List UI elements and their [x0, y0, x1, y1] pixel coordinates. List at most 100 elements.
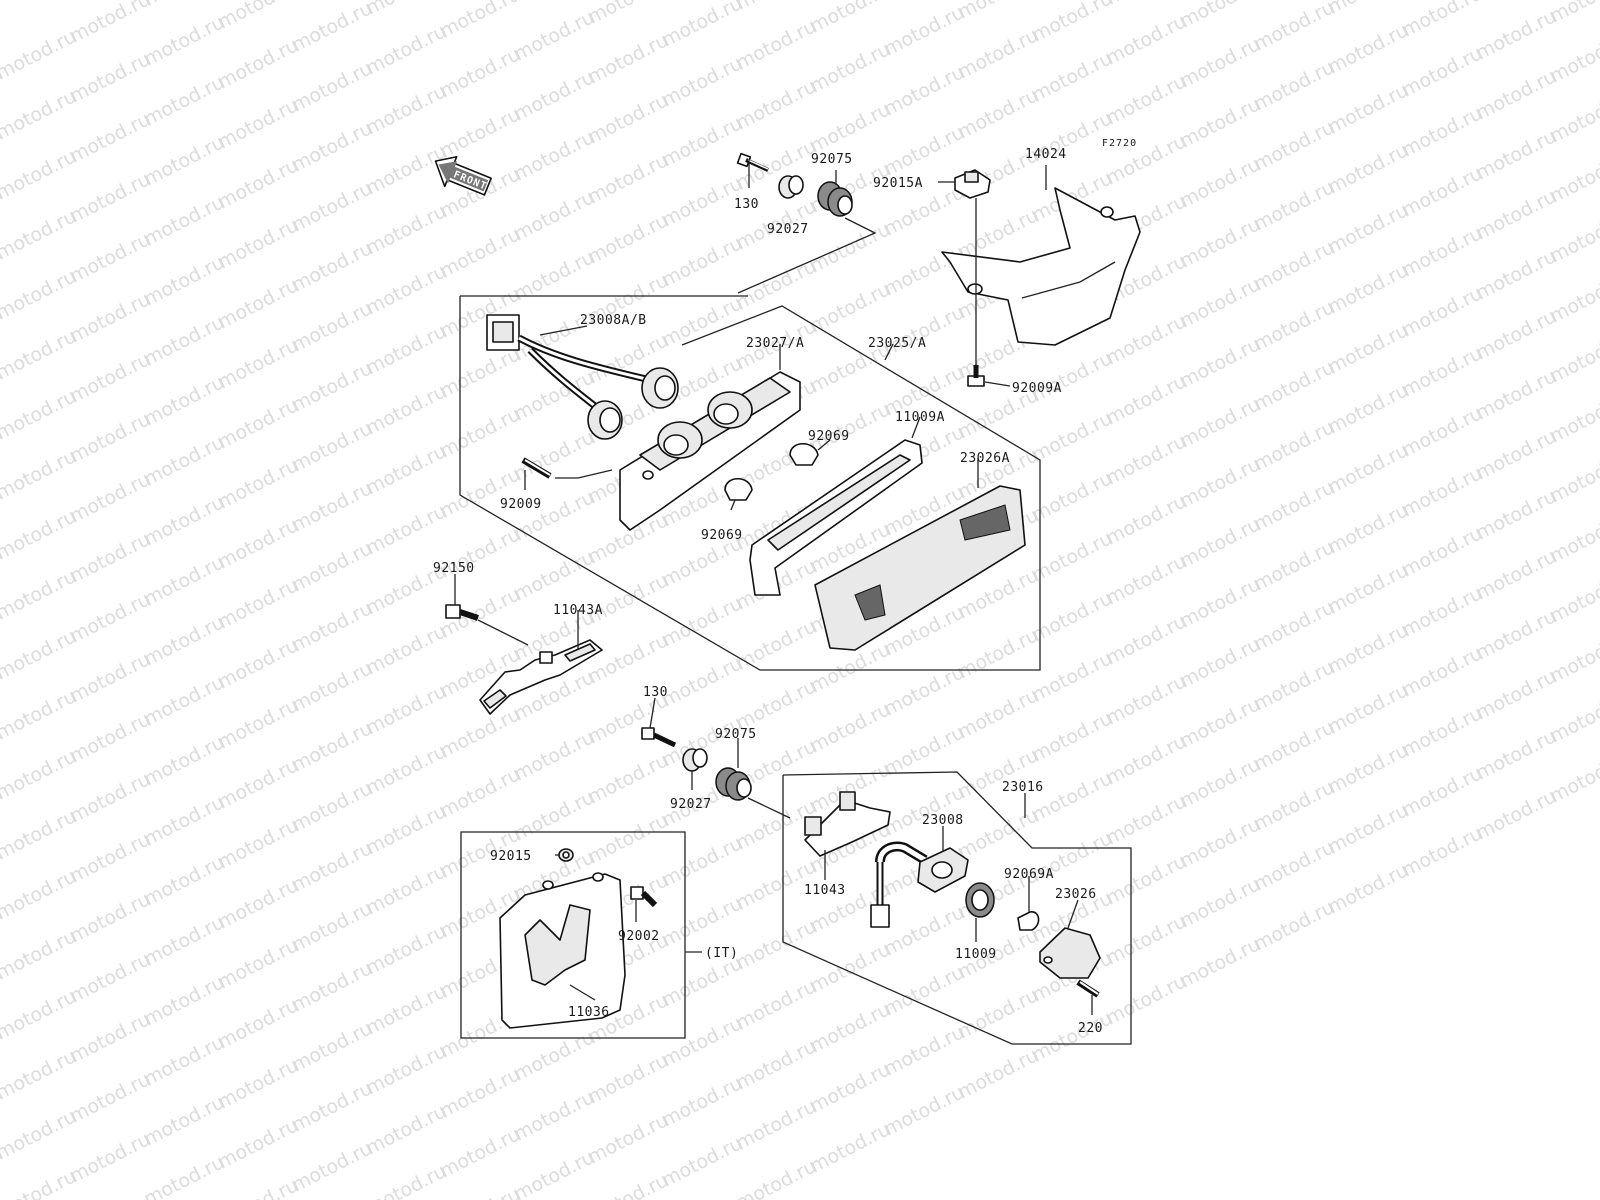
watermark-text: motod.ru — [288, 57, 376, 116]
watermark-text: motod.ru — [214, 514, 302, 573]
watermark-text: motod.ru — [954, 24, 1042, 83]
watermark-text: motod.ru — [1324, 559, 1412, 618]
watermark-text: motod.ru — [140, 191, 228, 250]
watermark-text: motod.ru — [1324, 199, 1412, 258]
watermark-text: motod.ru — [214, 34, 302, 93]
watermark-text: motod.ru — [1472, 365, 1560, 424]
plate-bracket-11036 — [499, 872, 626, 1029]
watermark-text: motod.ru — [0, 805, 80, 864]
watermark-text: motod.ru — [1176, 0, 1264, 32]
watermark-text: motod.ru — [1250, 296, 1338, 355]
watermark-text: motod.ru — [288, 117, 376, 176]
screw-220 — [1076, 979, 1100, 998]
watermark-text: motod.ru — [1028, 587, 1116, 646]
watermark-text: motod.ru — [1102, 430, 1190, 489]
watermark-text: motod.ru — [732, 1155, 820, 1200]
watermark-text: motod.ru — [732, 0, 820, 14]
watermark-text: motod.ru — [1028, 527, 1116, 586]
watermark-text: motod.ru — [1028, 707, 1116, 766]
watermark-text: motod.ru — [0, 265, 80, 324]
watermark-text: motod.ru — [806, 98, 894, 157]
watermark-text: motod.ru — [1546, 208, 1600, 267]
watermark-text: motod.ru — [1472, 665, 1560, 724]
watermark-text: motod.ru — [1472, 725, 1560, 784]
watermark-text: motod.ru — [214, 0, 302, 33]
watermark-text: motod.ru — [140, 11, 228, 70]
watermark-text: motod.ru — [1250, 716, 1338, 775]
watermark-text: motod.ru — [880, 1, 968, 60]
watermark-text: motod.ru — [288, 1077, 376, 1136]
watermark-text: motod.ru — [1102, 10, 1190, 69]
watermark-text: motod.ru — [1028, 47, 1116, 106]
watermark-text: motod.ru — [288, 297, 376, 356]
watermark-text: motod.ru — [436, 1063, 524, 1122]
watermark-text: motod.ru — [1250, 776, 1338, 835]
watermark-text: motod.ru — [214, 934, 302, 993]
watermark-text: motod.ru — [288, 597, 376, 656]
watermark-text: motod.ru — [214, 214, 302, 273]
watermark-text: motod.ru — [214, 814, 302, 873]
watermark-text: motod.ru — [1176, 273, 1264, 332]
watermark-text: motod.ru — [658, 292, 746, 351]
watermark-text: motod.ru — [66, 1128, 154, 1187]
watermark-text: motod.ru — [1324, 139, 1412, 198]
watermark-text: motod.ru — [1398, 762, 1486, 821]
watermark-text: motod.ru — [732, 15, 820, 74]
watermark-text: motod.ru — [658, 1132, 746, 1191]
label-23026A: 23026A — [960, 451, 1010, 466]
watermark-text: motod.ru — [880, 1081, 968, 1140]
watermark-text: motod.ru — [288, 0, 376, 56]
watermark-text: motod.ru — [1176, 213, 1264, 272]
watermark-text: motod.ru — [288, 897, 376, 956]
label-92009A: 92009A — [1012, 381, 1062, 396]
watermark-text: motod.ru — [1398, 102, 1486, 161]
watermark-text: motod.ru — [1398, 342, 1486, 401]
label-92015A: 92015A — [873, 176, 923, 191]
watermark-text: motod.ru — [288, 537, 376, 596]
watermark-text: motod.ru — [140, 131, 228, 190]
watermark-text: motod.ru — [1176, 873, 1264, 932]
watermark-text: motod.ru — [1028, 1007, 1116, 1066]
watermark-text: motod.ru — [1028, 347, 1116, 406]
watermark-text: motod.ru — [288, 1017, 376, 1076]
watermark-text: motod.ru — [658, 172, 746, 231]
watermark-text: motod.ru — [0, 925, 80, 984]
label-92150: 92150 — [433, 561, 475, 576]
watermark-text: motod.ru — [362, 860, 450, 919]
watermark-text: motod.ru — [1546, 0, 1600, 27]
watermark-text: motod.ru — [658, 1072, 746, 1131]
watermark-text: motod.ru — [510, 546, 598, 605]
watermark-text: motod.ru — [1324, 799, 1412, 858]
label-23008: 23008 — [922, 813, 964, 828]
label-11043: 11043 — [804, 883, 846, 898]
watermark-text: motod.ru — [1102, 850, 1190, 909]
watermark-text: motod.ru — [510, 726, 598, 785]
watermark-text: motod.ru — [658, 952, 746, 1011]
watermark-text: motod.ru — [806, 1118, 894, 1177]
watermark-text: motod.ru — [1324, 79, 1412, 138]
watermark-text: motod.ru — [0, 985, 80, 1044]
watermark-text: motod.ru — [658, 112, 746, 171]
watermark-text: motod.ru — [1176, 153, 1264, 212]
watermark-text: motod.ru — [436, 223, 524, 282]
watermark-text: motod.ru — [1102, 610, 1190, 669]
watermark-text: motod.ru — [66, 288, 154, 347]
watermark-text: motod.ru — [288, 657, 376, 716]
watermark-text: motod.ru — [436, 463, 524, 522]
watermark-text: motod.ru — [1250, 176, 1338, 235]
watermark-text: motod.ru — [436, 703, 524, 762]
watermark-text: motod.ru — [0, 25, 80, 84]
watermark-text: motod.ru — [732, 915, 820, 974]
watermark-text: motod.ru — [288, 717, 376, 776]
watermark-text: motod.ru — [140, 971, 228, 1030]
watermark-text: motod.ru — [1324, 259, 1412, 318]
watermark-text: motod.ru — [66, 168, 154, 227]
watermark-text: motod.ru — [1250, 836, 1338, 895]
label-92075-mid: 92075 — [715, 727, 757, 742]
watermark-text: motod.ru — [1250, 596, 1338, 655]
watermark-text: motod.ru — [66, 648, 154, 707]
collar-92027-mid — [682, 748, 708, 772]
watermark-text: motod.ru — [362, 320, 450, 379]
watermark-text: motod.ru — [66, 768, 154, 827]
watermark-text: motod.ru — [1398, 462, 1486, 521]
